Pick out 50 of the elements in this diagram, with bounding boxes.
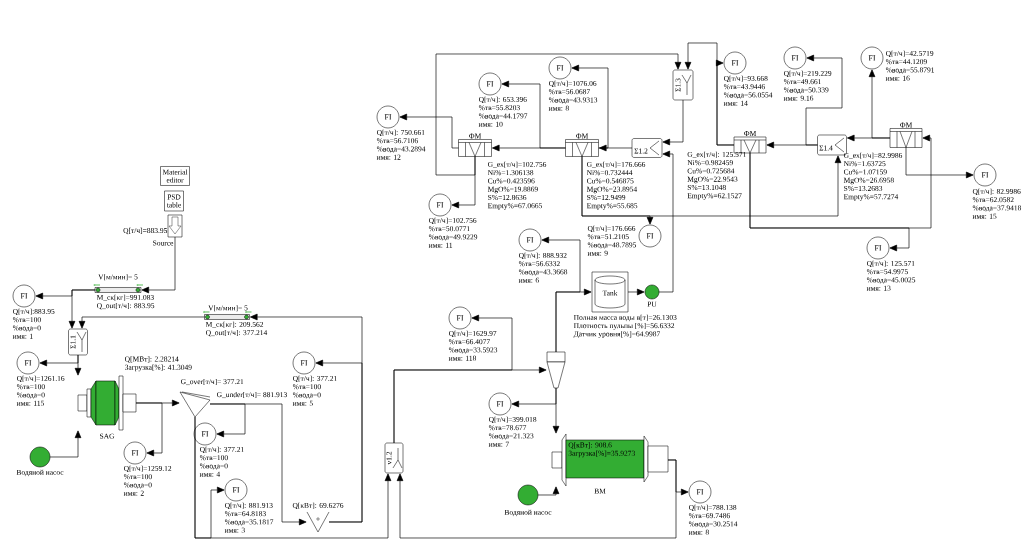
- arrow: [194, 416, 225, 539]
- arrow: [599, 144, 633, 152]
- flow-indicator: FI: [16, 351, 40, 375]
- flow-indicator: FI: [376, 105, 400, 129]
- arrow: [541, 236, 581, 353]
- flow-indicator: FI: [866, 236, 890, 260]
- flow-indicator: FI: [448, 306, 472, 330]
- arrow: [805, 54, 843, 146]
- arrow: [667, 459, 689, 496]
- flow-indicator: FI: [783, 46, 807, 70]
- hydrocyclone: [546, 351, 566, 389]
- flow-indicator: FI: [193, 422, 217, 446]
- arrow: [581, 156, 654, 225]
- flow-indicator: FI: [123, 441, 147, 465]
- arrow: [209, 403, 307, 526]
- arrow: [749, 152, 910, 252]
- arrow: [627, 288, 645, 296]
- arrow: [135, 402, 163, 457]
- arrow: [511, 387, 557, 408]
- flow-indicator: FI: [723, 51, 747, 75]
- arrow: [571, 64, 609, 149]
- flow-indicator: FI: [860, 46, 884, 70]
- arrow: [315, 359, 363, 523]
- arrow: [35, 289, 96, 300]
- arrow: [49, 430, 82, 458]
- arrow: [715, 59, 735, 146]
- arrow: [658, 150, 674, 293]
- flow-indicator: FI: [518, 228, 542, 252]
- arrow: [78, 316, 205, 329]
- flow-indicator: FI: [488, 392, 512, 416]
- arrow: [451, 156, 476, 209]
- arrow: [662, 99, 684, 146]
- arrow: [905, 147, 974, 179]
- arrow: [39, 354, 79, 367]
- flow-indicator: FI: [224, 478, 248, 502]
- arrow: [435, 53, 682, 176]
- flow-indicator: FI: [428, 193, 452, 217]
- flow-indicator: FI: [548, 56, 572, 80]
- flow-indicator: FI: [638, 224, 662, 248]
- flow-indicator: FI: [688, 480, 712, 504]
- arrow: [501, 80, 566, 149]
- arrow: [537, 486, 560, 496]
- arrow: [393, 314, 513, 444]
- flow-indicator: FI: [478, 72, 502, 96]
- arrow: [399, 113, 459, 149]
- flow-indicator: FI: [292, 351, 316, 375]
- flow-indicator: FI: [973, 163, 997, 187]
- arrow: [868, 69, 891, 139]
- flow-indicator: FI: [12, 284, 36, 308]
- arrow: [141, 236, 176, 294]
